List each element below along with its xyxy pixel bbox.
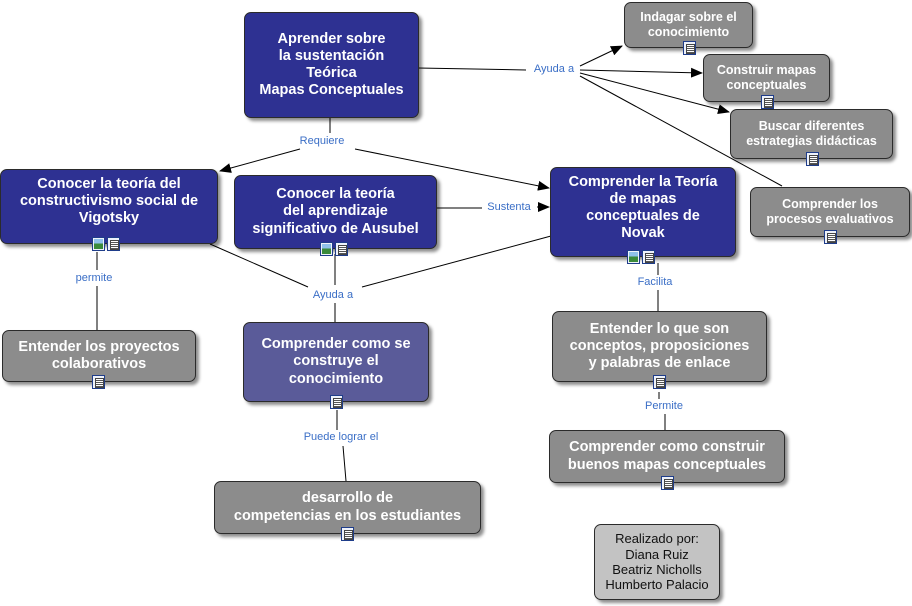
node-label: Comprender como se construye el conocimi…: [261, 336, 411, 387]
node-label: Entender lo que son conceptos, proposici…: [569, 320, 750, 372]
node-entender-conceptos[interactable]: Entender lo que son conceptos, proposici…: [552, 311, 767, 389]
document-icon[interactable]: [806, 152, 819, 166]
link-label-requiere[interactable]: Requiere: [297, 135, 347, 147]
node-proyectos-colaborativos[interactable]: Entender los proyectos colaborativos: [2, 330, 196, 389]
node-label: Conocer la teoría del constructivismo so…: [19, 176, 199, 227]
document-icon[interactable]: [683, 41, 696, 55]
node-label: desarrollo de competencias en los estudi…: [233, 490, 462, 524]
link-label-facilita[interactable]: Facilita: [635, 276, 675, 288]
link-label-ayuda-a-mid[interactable]: Ayuda a: [310, 289, 356, 301]
node-label: Comprender los procesos evaluativos: [766, 197, 894, 226]
credits-box: Realizado por: Diana Ruiz Beatriz Nichol…: [594, 524, 720, 600]
node-indagar[interactable]: Indagar sobre el conocimiento: [624, 2, 753, 55]
node-construye-conocimiento[interactable]: Comprender como se construye el conocimi…: [243, 322, 429, 409]
link-label-puede-lograr[interactable]: Puede lograr el: [301, 431, 381, 443]
document-icon[interactable]: [341, 527, 354, 541]
link-label-permite-left[interactable]: permite: [73, 272, 115, 284]
node-buenos-mapas[interactable]: Comprender como construir buenos mapas c…: [549, 430, 785, 490]
node-desarrollo-competencias[interactable]: desarrollo de competencias en los estudi…: [214, 481, 481, 541]
document-icon[interactable]: [107, 237, 120, 251]
image-icon[interactable]: [320, 242, 333, 256]
node-vigotsky[interactable]: Conocer la teoría del constructivismo so…: [0, 169, 218, 251]
document-icon[interactable]: [761, 95, 774, 109]
node-label: Indagar sobre el conocimiento: [640, 10, 737, 39]
node-label: Comprender como construir buenos mapas c…: [567, 439, 767, 473]
node-aprender-sustentacion[interactable]: Aprender sobre la sustentación Teórica M…: [244, 12, 419, 118]
node-label: Aprender sobre la sustentación Teórica M…: [259, 30, 404, 99]
credits-text: Realizado por: Diana Ruiz Beatriz Nichol…: [605, 531, 709, 593]
node-buscar-estrategias[interactable]: Buscar diferentes estrategias didácticas: [730, 109, 893, 166]
document-icon[interactable]: [330, 395, 343, 409]
document-icon[interactable]: [824, 230, 837, 244]
document-icon[interactable]: [661, 476, 674, 490]
link-label-ayuda-a-top[interactable]: Ayuda a: [531, 63, 577, 75]
document-icon[interactable]: [653, 375, 666, 389]
node-novak[interactable]: Comprender la Teoría de mapas conceptual…: [550, 167, 736, 264]
link-label-permite-right[interactable]: Permite: [643, 400, 685, 412]
node-ausubel[interactable]: Conocer la teoría del aprendizaje signif…: [234, 175, 437, 256]
document-icon[interactable]: [92, 375, 105, 389]
node-label: Buscar diferentes estrategias didácticas: [746, 119, 877, 148]
document-icon[interactable]: [642, 250, 655, 264]
image-icon[interactable]: [92, 237, 105, 251]
node-construir-mapas[interactable]: Construir mapas conceptuales: [703, 54, 830, 109]
node-label: Comprender la Teoría de mapas conceptual…: [568, 174, 718, 242]
link-label-sustenta[interactable]: Sustenta: [485, 201, 533, 213]
node-label: Entender los proyectos colaborativos: [18, 338, 180, 372]
node-label: Construir mapas conceptuales: [716, 63, 817, 92]
image-icon[interactable]: [627, 250, 640, 264]
node-procesos-evaluativos[interactable]: Comprender los procesos evaluativos: [750, 187, 910, 244]
node-label: Conocer la teoría del aprendizaje signif…: [252, 186, 419, 237]
document-icon[interactable]: [335, 242, 348, 256]
